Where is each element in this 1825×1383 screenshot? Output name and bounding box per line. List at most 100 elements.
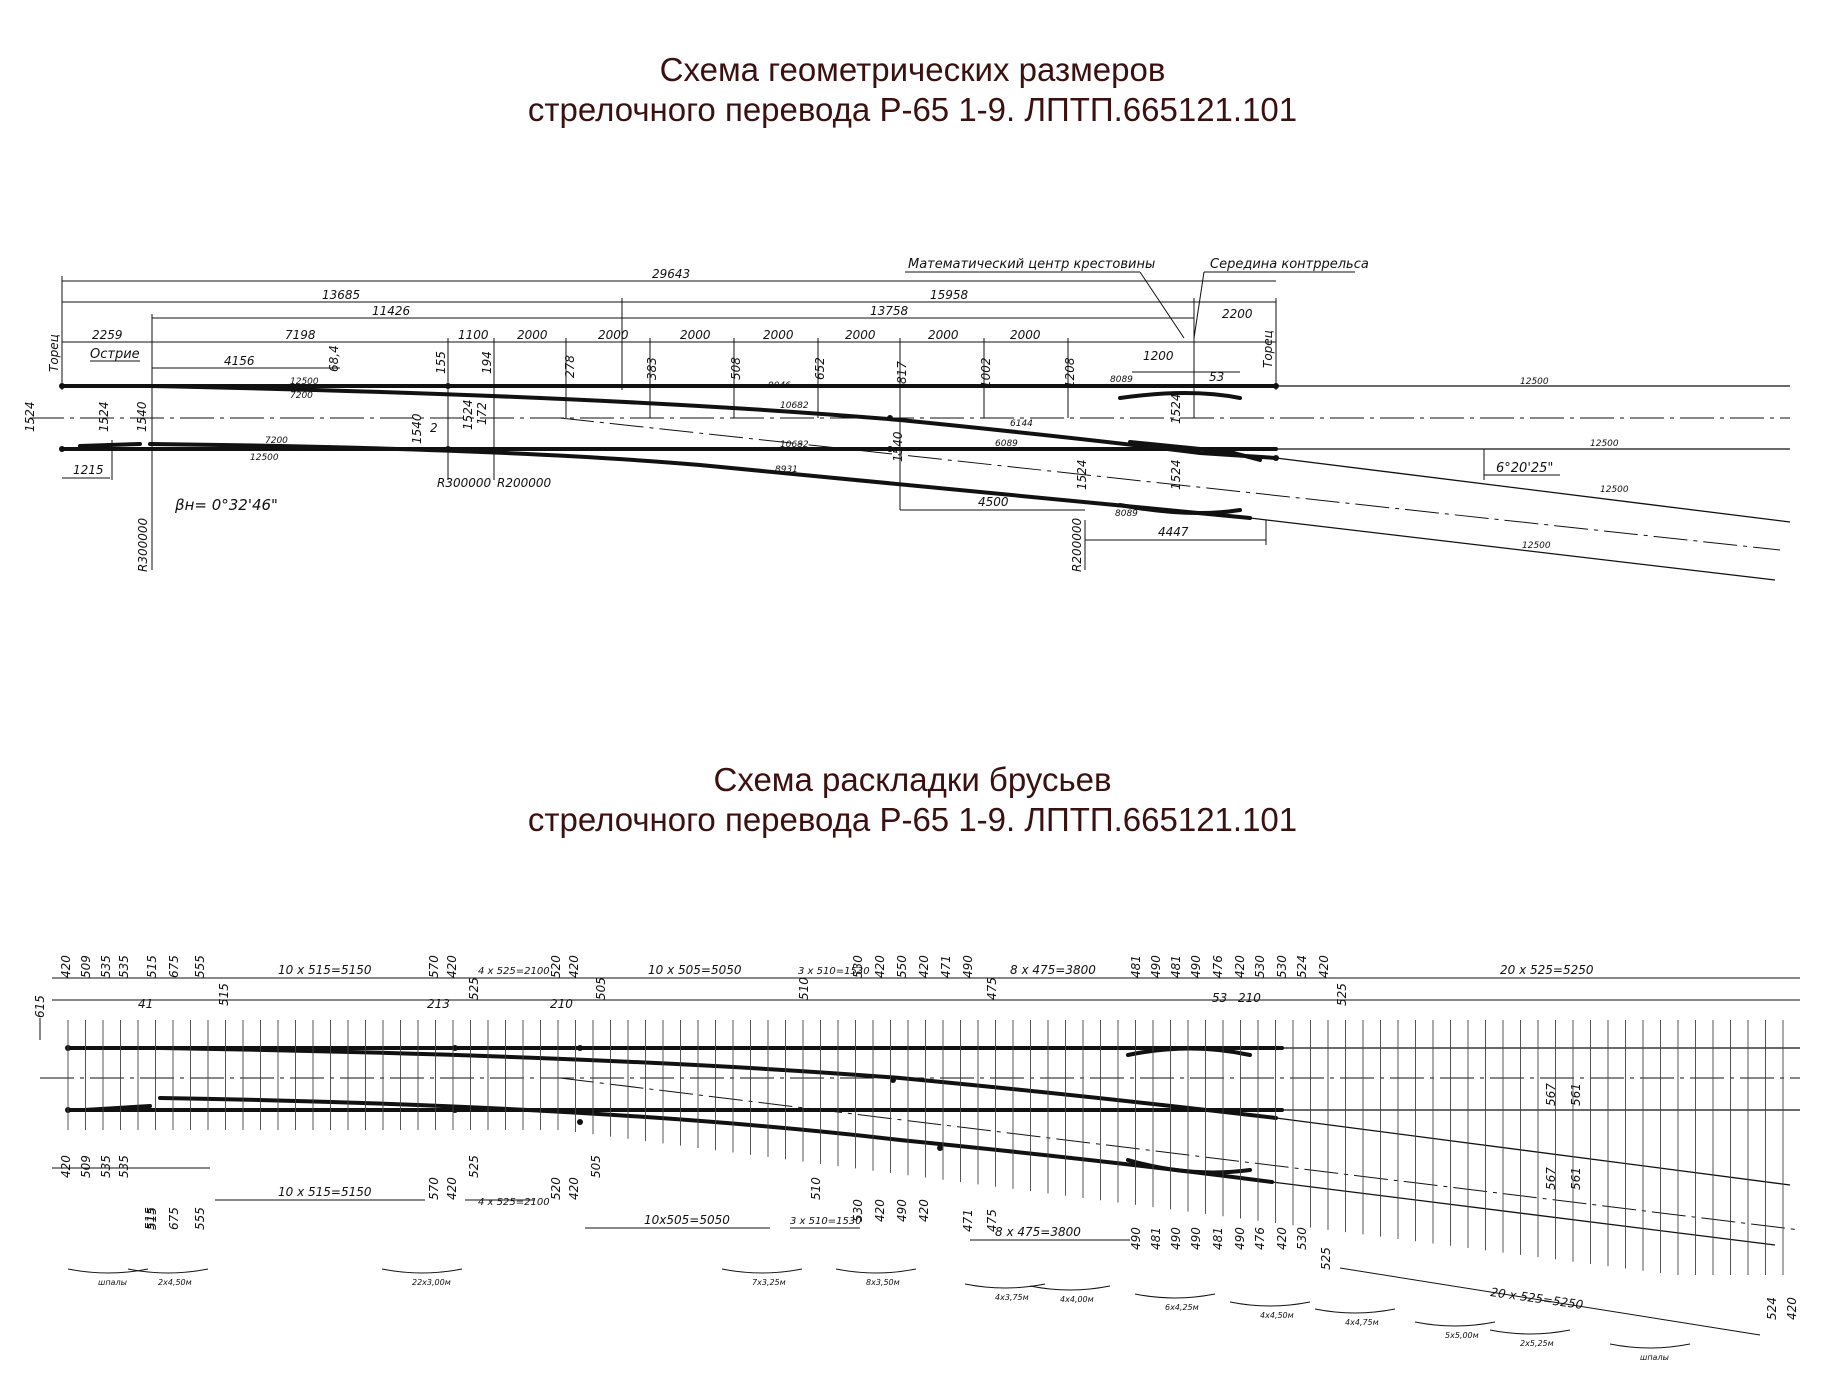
wing-rail — [1128, 440, 1262, 462]
angle-label: 6°20'25" — [1496, 461, 1553, 476]
top-misc-label: 420 — [445, 955, 459, 978]
ties-top-dim-lines — [39, 977, 1800, 1040]
ordinate-817: 817 — [895, 361, 909, 384]
misc-525-b: 525 — [1335, 983, 1349, 1006]
bottom-misc-label: 535 — [99, 1155, 113, 1178]
top-spacing-label: 535 — [99, 955, 113, 978]
top-misc-label: 420 — [567, 955, 581, 978]
radius-label-2: R300000 — [437, 476, 492, 490]
sleeper-group-label: 6x4,25м — [1165, 1303, 1199, 1312]
sleeper-group-brace — [127, 1268, 209, 1274]
misc-567-b: 567 — [1544, 1167, 1558, 1190]
top-misc-label: 481 — [1129, 955, 1143, 978]
len-12500-c: 12500 — [1520, 377, 1549, 387]
dim-2000-4: 2000 — [763, 328, 794, 342]
dim-2000-5: 2000 — [845, 328, 876, 342]
curved-rail-lower — [148, 442, 1252, 520]
dim-15958: 15958 — [930, 288, 969, 302]
bottom-misc-label: 520 — [549, 1177, 563, 1200]
misc-53: 53 — [1212, 991, 1227, 1005]
misc-515: 515 — [217, 983, 231, 1006]
top-group-1: 10 x 515=5150 — [278, 963, 372, 977]
top-misc-label: 520 — [549, 955, 563, 978]
sleeper-group-brace — [1489, 1329, 1571, 1335]
top-group-4: 3 x 510=1530 — [798, 966, 870, 977]
ties-rail-extensions — [1271, 1047, 1800, 1246]
gauge-1524-a: 1524 — [23, 401, 37, 432]
sleeper-group-brace — [381, 1268, 463, 1274]
bottom-misc-label: 420 — [445, 1177, 459, 1200]
diagram1-title-line1: Схема геометрических размеров — [659, 51, 1166, 88]
top-misc-label: 490 — [1149, 955, 1163, 978]
ties-top-group-labels: 10 x 515=5150 4 x 525=2100 10 x 505=5050… — [278, 963, 1594, 977]
len-6144: 6144 — [1010, 419, 1033, 429]
gauge-1524-f: 1524 — [1169, 459, 1183, 490]
bottom-misc-label: 475 — [985, 1209, 999, 1232]
bottom-misc-label: 471 — [961, 1209, 975, 1232]
sleeper-group-brace — [67, 1268, 149, 1274]
dim-2000-1: 2000 — [517, 328, 548, 342]
gauge-1540-a: 1540 — [135, 401, 149, 432]
top-misc-label: 530 — [1275, 955, 1289, 978]
top-group-5: 8 x 475=3800 — [1010, 963, 1096, 977]
misc-561-b: 561 — [1569, 1167, 1583, 1190]
bottom-misc-label: 490 — [895, 1199, 909, 1222]
toretz-right-label: Торец — [1261, 330, 1275, 368]
top-misc-label: 550 — [895, 955, 909, 978]
misc-210: 210 — [550, 997, 573, 1011]
ordinate-278: 278 — [563, 355, 577, 378]
misc-505: 505 — [594, 977, 608, 1000]
ties-guard-rail-lower — [1126, 1158, 1252, 1175]
sleeper-group-brace — [721, 1268, 803, 1274]
bottom-misc-label: 420 — [59, 1155, 73, 1178]
top-misc-label: 420 — [1317, 955, 1331, 978]
top-misc-label: 490 — [1189, 955, 1203, 978]
sleeper-group-label: шпалы — [1640, 1353, 1669, 1362]
misc-475: 475 — [985, 977, 999, 1000]
top-spacing-label: 555 — [193, 955, 207, 978]
tie-group — [67, 1020, 1784, 1275]
sleeper-group-label: 4x3,75м — [995, 1293, 1029, 1302]
bottom-group-4: 3 x 510=1530 — [790, 1216, 862, 1227]
len-8931: 8931 — [775, 465, 798, 475]
len-12500-f: 12500 — [1522, 541, 1551, 551]
sleeper-group-brace — [1029, 1285, 1111, 1291]
dim-1200: 1200 — [1143, 349, 1174, 363]
bottom-misc-label: 490 — [1169, 1227, 1183, 1250]
bottom-misc-label: 420 — [873, 1199, 887, 1222]
top-misc-label: 420 — [917, 955, 931, 978]
beta-label: βн= 0°32'46" — [174, 496, 278, 514]
bottom-misc-label: 530 — [851, 1199, 865, 1222]
bottom-misc-label: 505 — [589, 1155, 603, 1178]
ordinate-155: 155 — [434, 351, 448, 374]
stock-rail-piece — [78, 442, 142, 448]
dim-1100: 1100 — [458, 328, 489, 342]
sleeper-group-label: 2x4,50м — [158, 1278, 192, 1287]
ordinate-68-4: 68,4 — [327, 345, 341, 372]
bottom-group-3: 10x505=5050 — [644, 1213, 730, 1227]
top-misc-label: 530 — [851, 955, 865, 978]
misc-41: 41 — [138, 997, 153, 1011]
sleeper-group-brace — [835, 1268, 917, 1274]
len-7200-a: 7200 — [290, 391, 313, 401]
ties-diverging-axis — [559, 1077, 1801, 1231]
bottom-misc-label: 420 — [917, 1199, 931, 1222]
radius-label-1: R300000 — [136, 517, 150, 572]
bottom-misc-label: 509 — [79, 1155, 93, 1178]
guard-rail-upper — [1118, 391, 1242, 400]
len-10682-b: 10682 — [780, 440, 809, 450]
gauge-2: 2 — [430, 421, 438, 435]
dim-2259: 2259 — [92, 328, 123, 342]
top-spacing-label: 420 — [59, 955, 73, 978]
diagram2-title-line1: Схема раскладки брусьев — [713, 761, 1112, 798]
misc-213: 213 — [427, 997, 450, 1011]
sleeper-group-brace — [1314, 1308, 1396, 1314]
dim-4156: 4156 — [224, 354, 255, 368]
dim-2000-7: 2000 — [1010, 328, 1041, 342]
misc-561-a: 561 — [1569, 1083, 1583, 1106]
top-misc-label: 481 — [1169, 955, 1183, 978]
